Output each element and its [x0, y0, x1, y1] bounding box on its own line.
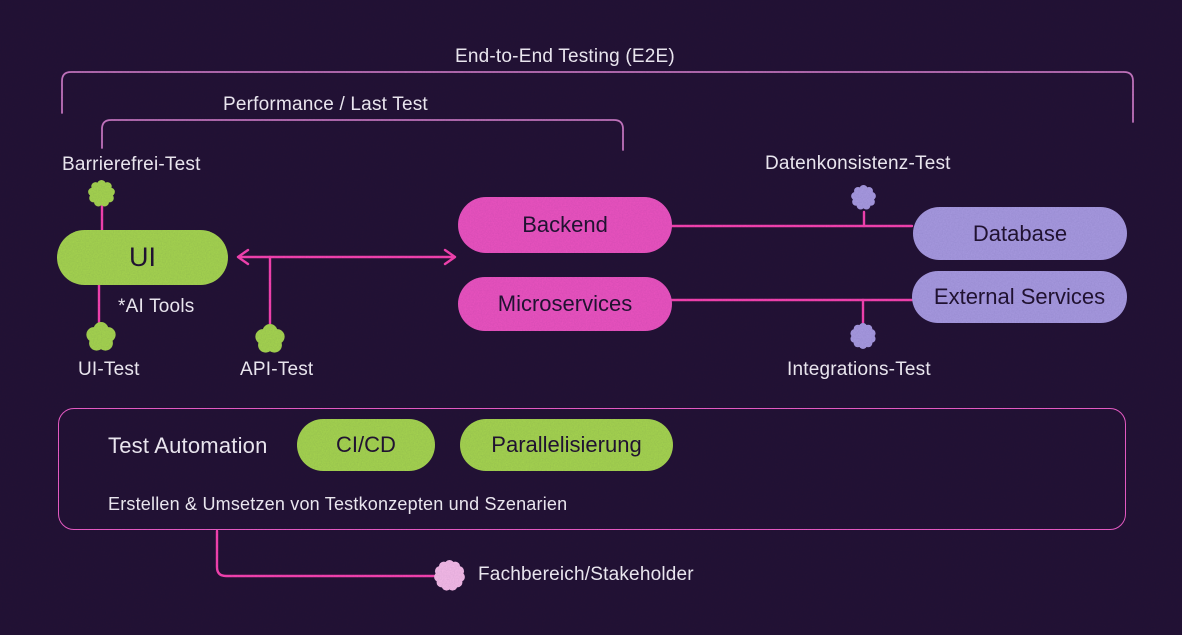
- integrations-test-label: Integrations-Test: [787, 359, 931, 380]
- cicd-pill: CI/CD: [297, 419, 435, 471]
- node-external-services: External Services: [912, 271, 1127, 323]
- ui-test-flower-icon: [86, 322, 116, 352]
- node-microservices: Microservices: [458, 277, 672, 331]
- node-backend: Backend: [458, 197, 672, 253]
- ai-tools-label: *AI Tools: [118, 296, 195, 317]
- integrations-flower-icon: [850, 323, 876, 349]
- ui-test-label: UI-Test: [78, 359, 140, 380]
- test-automation-title: Test Automation: [108, 433, 268, 458]
- performance-bracket-line: [101, 119, 624, 151]
- datenkonsistenz-test-label: Datenkonsistenz-Test: [765, 153, 951, 174]
- parallelisierung-pill: Parallelisierung: [460, 419, 673, 471]
- e2e-bracket-label: End-to-End Testing (E2E): [455, 46, 675, 67]
- barrierefrei-test-label: Barrierefrei-Test: [62, 154, 201, 175]
- api-test-label: API-Test: [240, 359, 314, 380]
- automation-subtitle: Erstellen & Umsetzen von Testkonzepten u…: [108, 494, 568, 514]
- performance-bracket-label: Performance / Last Test: [223, 94, 428, 115]
- barrierefrei-flower-icon: [88, 180, 115, 207]
- node-ui: UI: [57, 230, 228, 285]
- stakeholder-flower-icon: [434, 560, 465, 591]
- stakeholder-connector: [215, 529, 436, 578]
- node-database: Database: [913, 207, 1127, 260]
- datenkonsistenz-flower-icon: [851, 185, 876, 210]
- stakeholder-label: Fachbereich/Stakeholder: [478, 564, 694, 585]
- api-test-flower-icon: [255, 324, 285, 354]
